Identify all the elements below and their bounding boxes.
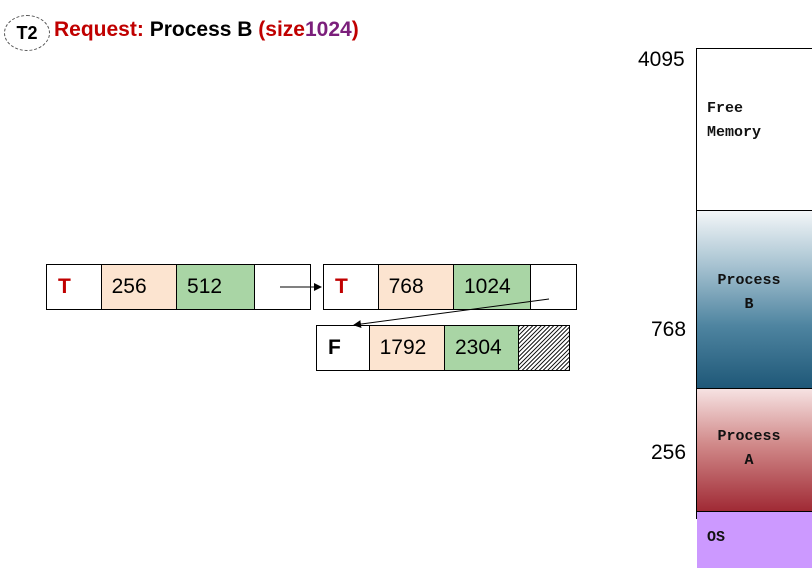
request-size-value: 1024 bbox=[304, 18, 352, 41]
list-node-2: T 768 1024 bbox=[323, 264, 577, 310]
arrow-node2-to-node3 bbox=[353, 298, 550, 329]
process-b-label: Process B bbox=[717, 272, 781, 313]
node-3-null-pointer bbox=[519, 326, 569, 370]
address-4095: 4095 bbox=[638, 48, 685, 71]
request-size-open: (size bbox=[258, 18, 305, 41]
step-badge: T2 bbox=[4, 15, 50, 51]
pointer-arrows bbox=[280, 283, 550, 329]
node-2-size: 1024 bbox=[453, 265, 532, 309]
list-node-1: T 256 512 bbox=[46, 264, 311, 310]
memory-map: Free Memory Process B Process A OS bbox=[696, 48, 812, 568]
node-1-size: 512 bbox=[177, 265, 256, 309]
node-3-size: 2304 bbox=[444, 326, 520, 370]
node-2-tag: T bbox=[324, 265, 379, 309]
request-title: Request: Process B (size1024) bbox=[54, 18, 359, 42]
node-1-tag: T bbox=[47, 265, 102, 309]
request-prefix: Request: bbox=[54, 18, 144, 41]
free-memory-label: Free Memory bbox=[707, 100, 762, 141]
os-label: OS bbox=[707, 529, 726, 546]
request-size-close: ) bbox=[351, 18, 359, 41]
request-process: Process B bbox=[149, 18, 253, 41]
memory-process-a-segment: Process A bbox=[697, 389, 812, 512]
node-3-start: 1792 bbox=[369, 326, 445, 370]
memory-os-segment: OS bbox=[697, 512, 812, 568]
node-1-start: 256 bbox=[101, 265, 178, 309]
process-a-label: Process A bbox=[717, 428, 781, 469]
address-768: 768 bbox=[651, 318, 687, 341]
memory-free-segment: Free Memory bbox=[697, 49, 812, 211]
memory-process-b-segment: Process B bbox=[697, 211, 812, 389]
list-node-3: F 1792 2304 bbox=[316, 325, 570, 371]
node-2-start: 768 bbox=[378, 265, 454, 309]
address-256: 256 bbox=[651, 441, 687, 464]
node-3-tag: F bbox=[317, 326, 370, 370]
